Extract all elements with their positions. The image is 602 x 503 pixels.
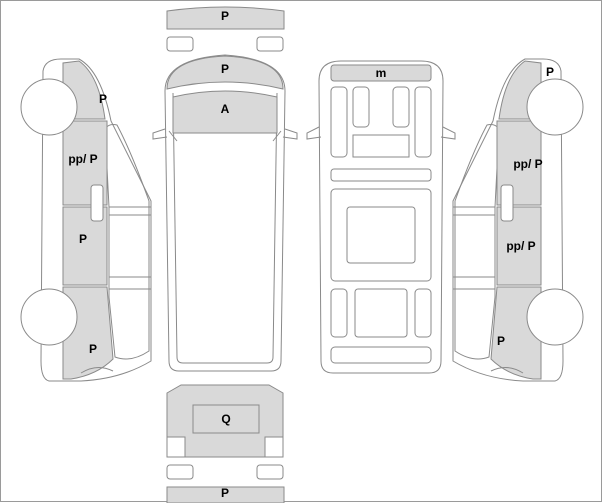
left-rear-quarter-label: P <box>89 342 97 356</box>
rear-left-reflector <box>166 464 194 480</box>
bonnet-label: P <box>221 62 229 76</box>
left-rear-door-label: P <box>79 232 87 246</box>
tailgate[interactable]: Q <box>166 384 284 458</box>
rear-seat-right <box>414 288 432 338</box>
left-front-wheel <box>20 78 78 136</box>
rear-right-reflector <box>256 464 284 480</box>
seat-center-right <box>392 86 410 128</box>
windscreen-label: A <box>221 102 230 116</box>
right-front-wing-label: P <box>546 65 554 79</box>
right-mirror <box>500 184 514 222</box>
rear-bumper[interactable]: P <box>166 486 285 503</box>
left-front-wing-label: P <box>99 92 107 106</box>
floor-panel <box>346 206 416 264</box>
left-step <box>80 367 114 374</box>
seat-left <box>330 86 348 158</box>
bonnet[interactable]: P <box>166 55 284 90</box>
right-rear-quarter-label: P <box>497 334 505 348</box>
right-front-wheel <box>526 78 584 136</box>
rear-right-light <box>264 436 284 458</box>
front-bumper-top[interactable]: P <box>166 6 285 30</box>
tailgate-label: Q <box>221 412 230 426</box>
seat-right <box>414 86 432 158</box>
left-mirror <box>90 184 104 222</box>
bench-row <box>330 168 432 182</box>
rear-console <box>354 288 408 338</box>
right-rear-wheel <box>526 288 584 346</box>
windscreen[interactable]: A <box>172 90 278 134</box>
front-right-light <box>256 36 284 52</box>
left-front-door-label: pp/ P <box>68 152 97 166</box>
left-rear-wheel <box>20 288 78 346</box>
rear-left-light <box>166 436 186 458</box>
front-bumper-top-label: P <box>221 9 229 23</box>
top-view-front <box>152 54 298 372</box>
seat-center-left <box>352 86 370 128</box>
rear-seat-left <box>330 288 348 338</box>
roof-mark-label: m <box>376 66 387 80</box>
front-left-light <box>166 36 194 52</box>
interior-view <box>306 60 456 374</box>
rear-bumper-label: P <box>221 486 229 500</box>
roof-mark-panel[interactable]: m <box>330 64 432 82</box>
right-step <box>490 367 524 374</box>
right-rear-door-label: pp/ P <box>506 239 535 253</box>
rear-bench <box>330 346 432 364</box>
right-front-door-label: pp/ P <box>513 157 542 171</box>
